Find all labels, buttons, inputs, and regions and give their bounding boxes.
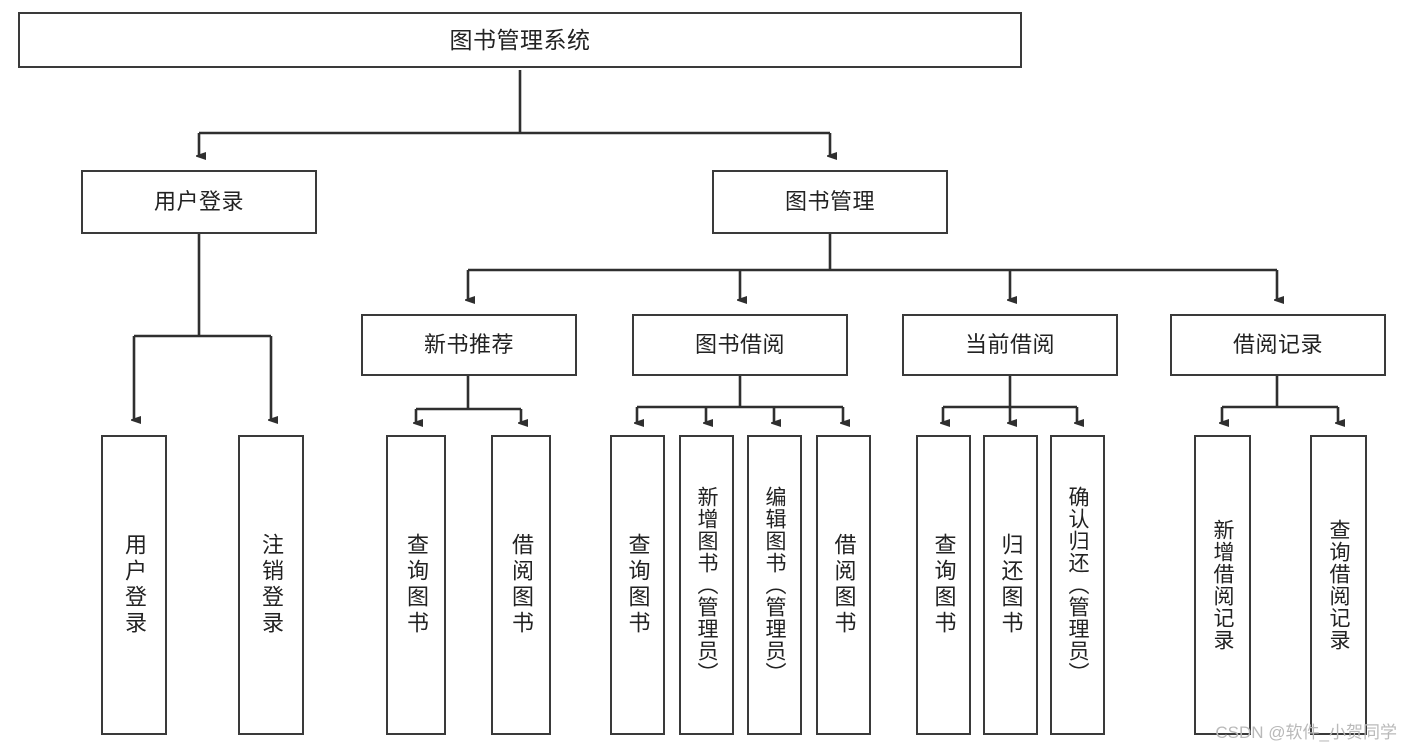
leaf-user-login-signin-label: 用户登录 <box>122 533 147 637</box>
leaf-book-borrow-action[interactable]: 借阅图书 <box>816 435 871 735</box>
leaf-confirm-return-admin-label: 确认归还（管理员） <box>1066 486 1089 684</box>
node-user-login-label: 用户登录 <box>153 188 244 214</box>
node-root-system-label: 图书管理系统 <box>449 26 591 53</box>
leaf-current-borrow-query-label: 查询图书 <box>931 533 957 637</box>
node-new-book-recommend[interactable]: 新书推荐 <box>361 314 577 376</box>
leaf-book-edit-admin[interactable]: 编辑图书（管理员） <box>747 435 802 735</box>
leaf-book-borrow-query[interactable]: 查询图书 <box>610 435 665 735</box>
node-user-login[interactable]: 用户登录 <box>81 170 317 234</box>
leaf-new-book-query-label: 查询图书 <box>404 533 429 637</box>
leaf-return-book-label: 归还图书 <box>998 533 1024 637</box>
leaf-query-borrow-record[interactable]: 查询借阅记录 <box>1310 435 1367 735</box>
node-root-system[interactable]: 图书管理系统 <box>18 12 1022 68</box>
leaf-add-borrow-record[interactable]: 新增借阅记录 <box>1194 435 1251 735</box>
leaf-book-add-admin[interactable]: 新增图书（管理员） <box>679 435 734 735</box>
leaf-confirm-return-admin[interactable]: 确认归还（管理员） <box>1050 435 1105 735</box>
leaf-new-book-borrow-label: 借阅图书 <box>509 533 534 637</box>
node-book-borrow[interactable]: 图书借阅 <box>632 314 848 376</box>
node-current-borrow[interactable]: 当前借阅 <box>902 314 1118 376</box>
leaf-book-borrow-query-label: 查询图书 <box>625 533 651 637</box>
leaf-user-login-signin[interactable]: 用户登录 <box>101 435 167 735</box>
node-book-management-label: 图书管理 <box>784 188 875 214</box>
leaf-add-borrow-record-label: 新增借阅记录 <box>1211 519 1234 651</box>
node-book-borrow-label: 图书借阅 <box>694 331 785 357</box>
node-new-book-recommend-label: 新书推荐 <box>423 331 514 357</box>
node-borrow-record[interactable]: 借阅记录 <box>1170 314 1386 376</box>
leaf-current-borrow-query[interactable]: 查询图书 <box>916 435 971 735</box>
leaf-new-book-borrow[interactable]: 借阅图书 <box>491 435 551 735</box>
leaf-query-borrow-record-label: 查询借阅记录 <box>1327 519 1350 651</box>
node-current-borrow-label: 当前借阅 <box>964 331 1055 357</box>
leaf-book-edit-admin-label: 编辑图书（管理员） <box>763 486 786 684</box>
leaf-new-book-query[interactable]: 查询图书 <box>386 435 446 735</box>
leaf-book-add-admin-label: 新增图书（管理员） <box>695 486 718 684</box>
node-borrow-record-label: 借阅记录 <box>1232 331 1323 357</box>
leaf-user-login-signout[interactable]: 注销登录 <box>238 435 304 735</box>
leaf-book-borrow-action-label: 借阅图书 <box>831 533 857 637</box>
csdn-watermark: CSDN @软件_小贺同学 <box>1215 723 1397 742</box>
leaf-return-book[interactable]: 归还图书 <box>983 435 1038 735</box>
leaf-user-login-signout-label: 注销登录 <box>259 533 284 637</box>
node-book-management[interactable]: 图书管理 <box>712 170 948 234</box>
